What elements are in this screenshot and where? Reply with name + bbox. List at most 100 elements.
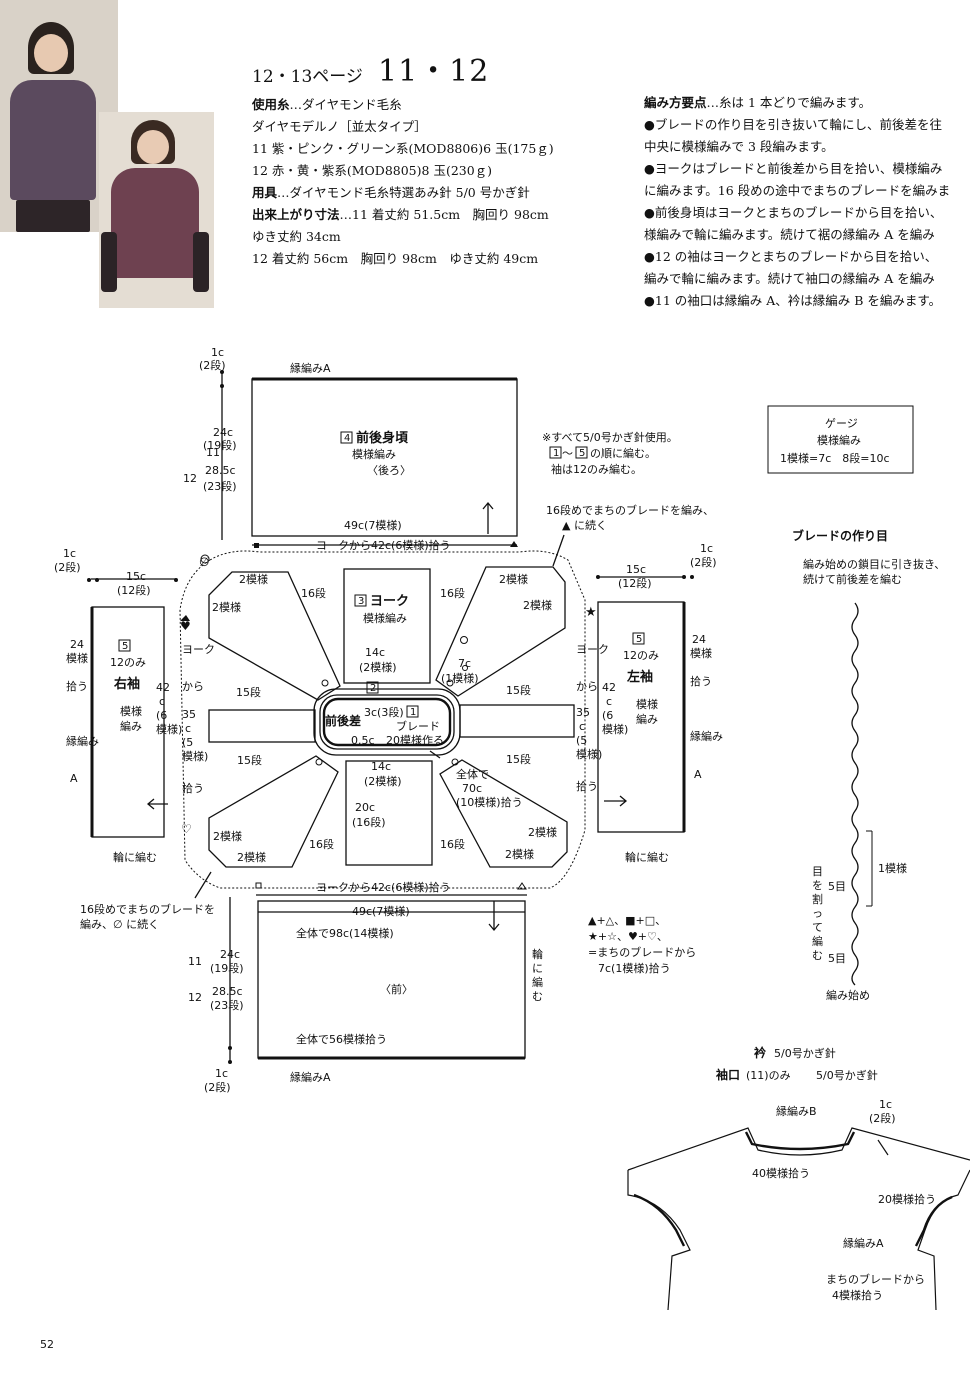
svg-text:編: 編 xyxy=(812,934,823,948)
svg-text:42: 42 xyxy=(156,681,170,694)
svg-text:(2模様): (2模様) xyxy=(359,660,397,674)
collar-title: 衿 xyxy=(754,1045,766,1060)
svg-text:拾う: 拾う xyxy=(182,781,204,795)
svg-text:c: c xyxy=(606,695,612,708)
svg-text:に続く: に続く xyxy=(574,518,607,532)
braid-ring-core xyxy=(322,697,452,747)
svg-text:(5: (5 xyxy=(182,736,193,749)
garment-outline xyxy=(627,1127,970,1311)
svg-text:から: から xyxy=(182,680,204,693)
label-total98: 全体で98c(14模様) xyxy=(296,926,394,940)
svg-text:(6: (6 xyxy=(156,709,167,722)
svg-text:12のみ: 12のみ xyxy=(623,649,659,662)
svg-text:む: む xyxy=(532,990,543,1003)
svg-text:2模様: 2模様 xyxy=(212,600,241,614)
size-label: 出来上がり寸法 xyxy=(252,207,340,222)
svg-text:(1模様): (1模様) xyxy=(441,671,479,685)
point-line: 編みで輪に編みます。続けて袖口の縁編み A を編み xyxy=(644,271,935,286)
note-machi-16: 16段めでまちのブレードを編み、 xyxy=(546,503,714,517)
braid-number: 1 xyxy=(410,707,416,718)
svg-text:目: 目 xyxy=(812,865,823,878)
left-sleeve-title: 左袖 xyxy=(627,669,653,685)
svg-text:編み: 編み xyxy=(120,719,142,733)
svg-text:拾う: 拾う xyxy=(66,679,88,693)
point-line: ●11 の袖口は縁編み A、衿は縁編み B を編みます。 xyxy=(644,293,942,308)
label-2dan-top: (2段) xyxy=(199,358,226,372)
braid-start: 編み始め xyxy=(826,988,870,1002)
svg-text:む: む xyxy=(812,949,823,962)
svg-text:70c: 70c xyxy=(462,782,482,795)
svg-text:(6: (6 xyxy=(602,709,613,722)
svg-text:(12段): (12段) xyxy=(117,583,151,597)
svg-text:(12段): (12段) xyxy=(618,576,652,590)
note-all-hook: ※すべて5/0号かぎ針使用。 xyxy=(542,430,678,444)
point-line: ●前後身頃はヨークとまちのブレードから目を拾い、 xyxy=(644,205,943,220)
svg-text:35: 35 xyxy=(576,706,590,719)
label-49c-back: 49c(7模様) xyxy=(344,518,402,532)
svg-text:(16段): (16段) xyxy=(352,815,386,829)
braid-ring-inner xyxy=(319,694,455,750)
page-reference: 12・13ページ xyxy=(252,67,363,87)
front-label: 〈前〉 xyxy=(380,982,413,996)
svg-text:っ: っ xyxy=(812,907,823,920)
braid-note-1: 編み始めの鎖目に引き抜き、 xyxy=(803,557,945,571)
svg-text:(11)のみ: (11)のみ xyxy=(746,1069,791,1082)
svg-text:(2模様): (2模様) xyxy=(364,774,402,788)
svg-text:∅: ∅ xyxy=(199,555,209,569)
svg-text:編み、∅ に続く: 編み、∅ に続く xyxy=(80,917,159,931)
svg-text:42: 42 xyxy=(602,681,616,694)
connection-marks: ★ ♥ ♡ ∅ xyxy=(180,555,597,836)
svg-text:▲: ▲ xyxy=(562,519,571,532)
cuff-pick20: 20模様拾う xyxy=(878,1192,936,1206)
svg-text:割: 割 xyxy=(812,892,823,906)
braid-dashed-outline xyxy=(179,550,586,889)
label-num11: 11 xyxy=(206,446,220,459)
svg-text:5: 5 xyxy=(579,448,585,459)
gauge-value: 1模様=7c 8段=10c xyxy=(780,451,890,465)
svg-text:♥: ♥ xyxy=(180,619,191,633)
label-edge-a-back: 縁編みA xyxy=(290,361,331,375)
svg-text:24: 24 xyxy=(692,633,706,646)
svg-text:編: 編 xyxy=(532,975,543,989)
cuff-title: 袖口 xyxy=(716,1067,740,1082)
note-sleeve-only: 袖は12のみ編む。 xyxy=(551,462,642,476)
model-photo-11 xyxy=(0,0,118,232)
collar-pick40: 40模様拾う xyxy=(752,1166,810,1180)
svg-text:拾う: 拾う xyxy=(690,674,712,688)
yoke-lower-left-panel xyxy=(208,755,339,868)
label-1c-top: 1c xyxy=(211,346,224,359)
svg-text:16段: 16段 xyxy=(440,586,465,600)
svg-text:(2段): (2段) xyxy=(690,555,717,569)
svg-text:c: c xyxy=(185,722,191,735)
svg-text:1: 1 xyxy=(553,448,559,459)
svg-text:c: c xyxy=(159,695,165,708)
yoke-pattern: 模様編み xyxy=(363,611,407,625)
knitting-points-title: 編み方要点 xyxy=(644,95,707,110)
svg-text:A: A xyxy=(70,772,78,785)
materials-spec: 使用糸…ダイヤモンド毛糸 ダイヤモデルノ［並太タイプ］ 11 紫・ピンク・グリー… xyxy=(252,97,554,266)
svg-text:★: ★ xyxy=(585,605,597,620)
svg-text:(2段): (2段) xyxy=(204,1080,231,1094)
svg-text:て: て xyxy=(812,921,823,934)
cuff-machi-1: まちのブレードから xyxy=(826,1272,925,1286)
label-19dan-back: (19段) xyxy=(203,438,237,452)
svg-text:模様: 模様 xyxy=(636,697,658,711)
svg-text:全体で: 全体で xyxy=(456,767,489,781)
point-line: 様編みで輪に編みます。続けて裾の縁編み A を編み xyxy=(644,227,935,242)
svg-text:(2段): (2段) xyxy=(869,1111,896,1125)
svg-text:11: 11 xyxy=(188,955,202,968)
back-label: 〈後ろ〉 xyxy=(367,463,411,477)
svg-text:5: 5 xyxy=(636,634,642,645)
svg-text:(23段): (23段) xyxy=(210,998,244,1012)
front-back-number: 2 xyxy=(370,683,376,694)
model-photo-12 xyxy=(99,112,214,308)
note-machi-16b: 16段めでまちのブレードを xyxy=(80,902,215,916)
svg-text:35: 35 xyxy=(182,708,196,721)
svg-text:5: 5 xyxy=(122,641,128,652)
note-symbols-2: ★+☆、♥+♡、 xyxy=(588,930,668,943)
svg-text:1c: 1c xyxy=(215,1067,228,1080)
svg-text:15段: 15段 xyxy=(237,753,262,767)
yoke-bottom-panel xyxy=(345,760,433,866)
body-pattern: 模様編み xyxy=(352,447,396,461)
svg-text:2模様: 2模様 xyxy=(237,850,266,864)
